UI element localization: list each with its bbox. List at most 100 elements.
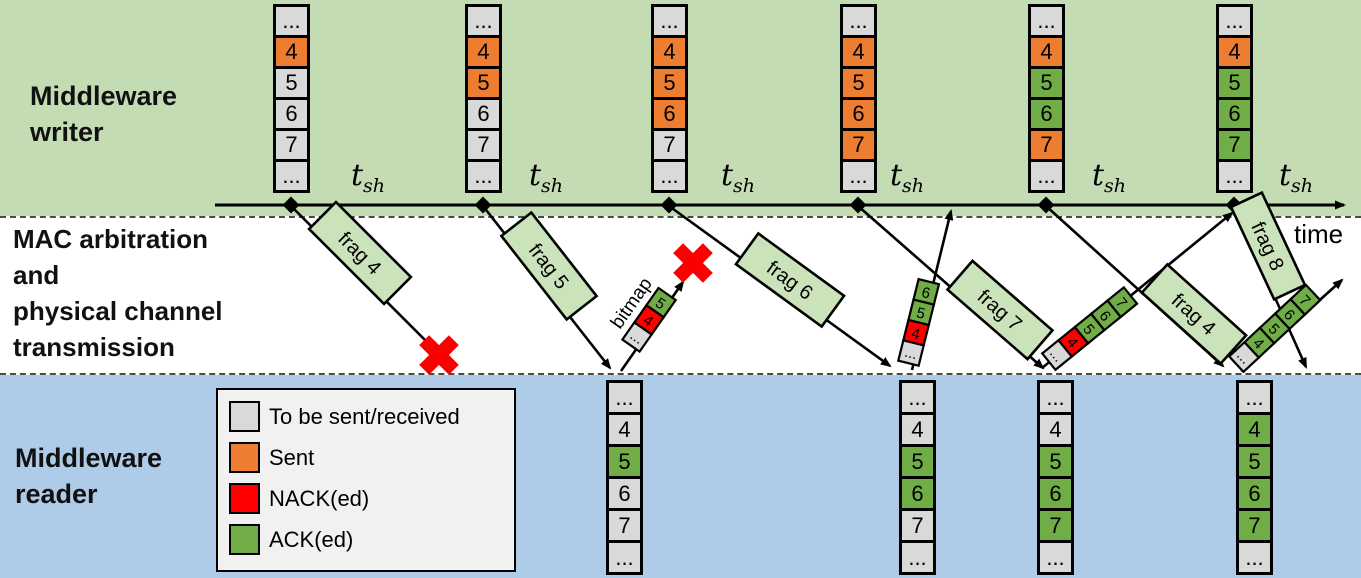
reader-queue-4: ... 4 5 6 7 ... [1236, 380, 1273, 575]
queue-cell: 7 [1236, 508, 1273, 543]
queue-cell: 6 [1037, 476, 1074, 511]
tsh-base: t [1091, 158, 1105, 193]
legend-label: NACK(ed) [269, 485, 370, 511]
tsh-sub: sh [902, 175, 925, 197]
queue-cell: ... [606, 540, 643, 575]
tsh-base: t [528, 158, 542, 193]
legend-swatch-acked [229, 524, 260, 555]
legend-swatch-sent [229, 442, 260, 473]
queue-cell: ... [899, 540, 936, 575]
tsh-label: tsh [1266, 158, 1326, 197]
writer-queue-6: ... 4 5 6 7 ... [1216, 4, 1253, 193]
legend-label: To be sent/received [269, 403, 460, 429]
queue-cell: 6 [899, 476, 936, 511]
queue-cell: 4 [899, 412, 936, 447]
queue-cell: 5 [1216, 66, 1253, 100]
tsh-base: t [350, 158, 364, 193]
queue-cell: ... [651, 159, 688, 193]
queue-cell: ... [1028, 159, 1065, 193]
reader-queue-2: ... 4 5 6 7 ... [899, 380, 936, 575]
queue-cell: 4 [840, 35, 877, 69]
queue-cell: 4 [1236, 412, 1273, 447]
queue-cell: 5 [273, 66, 310, 100]
queue-cell: 5 [840, 66, 877, 100]
tsh-base: t [1278, 158, 1292, 193]
queue-cell: ... [840, 4, 877, 38]
queue-cell: 7 [651, 128, 688, 162]
legend-item: To be sent/received [229, 401, 514, 432]
queue-cell: 7 [840, 128, 877, 162]
queue-cell: ... [651, 4, 688, 38]
queue-cell: 6 [1028, 97, 1065, 131]
queue-cell: ... [273, 4, 310, 38]
writer-queue-2: ... 4 5 6 7 ... [465, 4, 502, 193]
queue-cell: 7 [1037, 508, 1074, 543]
queue-cell: ... [606, 380, 643, 415]
tsh-label: tsh [877, 158, 937, 197]
queue-cell: ... [1236, 380, 1273, 415]
queue-cell: 6 [1236, 476, 1273, 511]
queue-cell: 5 [1236, 444, 1273, 479]
queue-cell: ... [1028, 4, 1065, 38]
writer-band-label: Middleware writer [30, 81, 178, 147]
reader-band [0, 375, 1361, 578]
tsh-label: tsh [708, 158, 768, 197]
tsh-sub: sh [363, 175, 386, 197]
queue-cell: 6 [606, 476, 643, 511]
queue-cell: ... [1037, 380, 1074, 415]
reader-band-label: Middleware reader [15, 443, 163, 509]
writer-queue-3: ... 4 5 6 7 ... [651, 4, 688, 193]
queue-cell: 7 [1216, 128, 1253, 162]
queue-cell: ... [465, 159, 502, 193]
tsh-sub: sh [541, 175, 564, 197]
queue-cell: 6 [465, 97, 502, 131]
tsh-label: tsh [338, 158, 398, 197]
queue-cell: ... [273, 159, 310, 193]
queue-cell: 5 [899, 444, 936, 479]
tsh-base: t [720, 158, 734, 193]
legend-item: NACK(ed) [229, 483, 514, 514]
queue-cell: ... [465, 4, 502, 38]
channel-band-label: MAC arbitration and physical channel tra… [13, 224, 223, 362]
legend-item: Sent [229, 442, 514, 473]
queue-cell: 5 [1037, 444, 1074, 479]
tsh-label: tsh [1079, 158, 1139, 197]
tsh-base: t [889, 158, 903, 193]
queue-cell: 7 [606, 508, 643, 543]
tsh-sub: sh [1291, 175, 1314, 197]
queue-cell: 4 [606, 412, 643, 447]
reader-queue-3: ... 4 5 6 7 ... [1037, 380, 1074, 575]
legend-item: ACK(ed) [229, 524, 514, 555]
tsh-sub: sh [1104, 175, 1127, 197]
writer-queue-5: ... 4 5 6 7 ... [1028, 4, 1065, 193]
queue-cell: ... [1216, 159, 1253, 193]
queue-cell: 7 [1028, 128, 1065, 162]
reader-queue-1: ... 4 5 6 7 ... [606, 380, 643, 575]
queue-cell: ... [1037, 540, 1074, 575]
queue-cell: 5 [651, 66, 688, 100]
queue-cell: 7 [465, 128, 502, 162]
legend: To be sent/received Sent NACK(ed) ACK(ed… [216, 388, 516, 572]
queue-cell: ... [840, 159, 877, 193]
queue-cell: 6 [651, 97, 688, 131]
queue-cell: ... [1236, 540, 1273, 575]
queue-cell: 4 [465, 35, 502, 69]
queue-cell: ... [1216, 4, 1253, 38]
writer-queue-4: ... 4 5 6 7 ... [840, 4, 877, 193]
queue-cell: 4 [1216, 35, 1253, 69]
legend-swatch-to-be-sent [229, 401, 260, 432]
queue-cell: 5 [606, 444, 643, 479]
queue-cell: 6 [840, 97, 877, 131]
queue-cell: 7 [273, 128, 310, 162]
queue-cell: 4 [1028, 35, 1065, 69]
queue-cell: 6 [1216, 97, 1253, 131]
queue-cell: 4 [273, 35, 310, 69]
legend-label: Sent [269, 444, 315, 470]
queue-cell: 4 [1037, 412, 1074, 447]
queue-cell: ... [899, 380, 936, 415]
legend-label: ACK(ed) [269, 526, 354, 552]
queue-cell: 5 [465, 66, 502, 100]
queue-cell: 7 [899, 508, 936, 543]
writer-queue-1: ... 4 5 6 7 ... [273, 4, 310, 193]
